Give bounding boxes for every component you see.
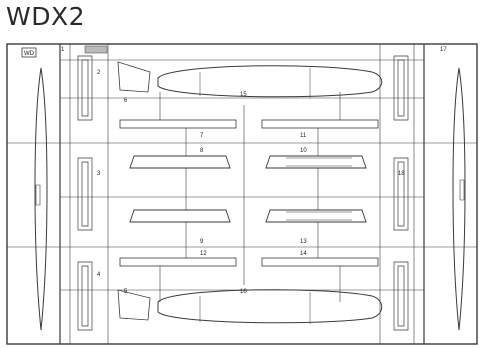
drop-tank-bottom <box>157 289 383 324</box>
sprue-code-tab <box>21 47 37 58</box>
part-number: 17 <box>440 47 447 53</box>
part-number: 10 <box>300 148 307 154</box>
part-number: 3 <box>97 171 101 177</box>
fin-top <box>117 61 151 93</box>
part-number: 1 <box>61 47 65 53</box>
pylon-left-1 <box>129 155 231 169</box>
part-number: 14 <box>300 251 307 257</box>
sprue-code: WD <box>24 51 35 57</box>
rail-left-1 <box>119 119 237 129</box>
part-number-flags: 1 2 3 4 5 6 7 8 9 10 11 12 13 14 15 16 1… <box>61 47 447 295</box>
part-number: 4 <box>97 272 101 278</box>
part-number: 13 <box>300 239 307 245</box>
pylon-right-2 <box>265 209 367 223</box>
left-panel-1 <box>34 67 48 331</box>
drop-tank-top <box>157 65 383 98</box>
part-number: 18 <box>398 171 405 177</box>
part-number: 9 <box>200 239 204 245</box>
part-number: 5 <box>124 289 128 295</box>
pylon-right-1 <box>265 155 367 169</box>
part-number: 12 <box>200 251 207 257</box>
part-number: 11 <box>300 133 307 139</box>
rail-right-1 <box>261 119 379 129</box>
part-number: 15 <box>240 92 247 98</box>
part-number: 16 <box>240 289 247 295</box>
part-number: 6 <box>124 98 128 104</box>
rail-right-2 <box>261 257 379 267</box>
pylon-left-2 <box>129 209 231 223</box>
fin-bottom <box>117 289 151 321</box>
part-number: 7 <box>200 133 204 139</box>
right-panel-1 <box>452 67 466 331</box>
logo-tab <box>84 45 108 54</box>
sprue-title: WDX2 <box>6 2 86 31</box>
right-brackets <box>393 55 409 331</box>
rail-left-2 <box>119 257 237 267</box>
part-number: 8 <box>200 148 204 154</box>
part-number: 2 <box>97 70 101 76</box>
left-brackets <box>77 55 93 331</box>
sprue-frame <box>6 43 478 345</box>
